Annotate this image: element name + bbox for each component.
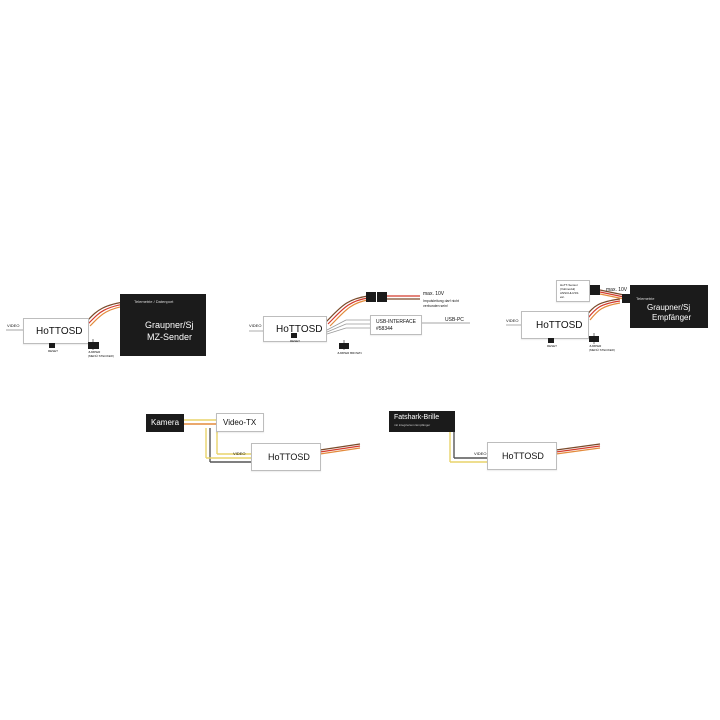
d2-servo-cable [325, 295, 420, 327]
d4-camera-label: Kamera [151, 418, 180, 427]
d3-sensor-line1: HoTT-Sensor [560, 283, 578, 287]
d1-reset-button [49, 343, 55, 348]
d3-servo-cable [585, 298, 621, 321]
d3-sensor-line2: (Voltmodul) [560, 287, 576, 291]
d3-osd-box: HoTTOSD [521, 311, 589, 339]
d1-osd-box: HoTTOSD [23, 318, 89, 344]
d2-usb-line1: USB-INTERFACE [376, 319, 417, 325]
d4-video-tx-box: Video-TX [216, 413, 264, 432]
d2-max-voltage: max. 10V [423, 291, 445, 297]
d3-sensor-line4: etc. [560, 295, 565, 299]
d5-video-label: VIDEO [474, 451, 487, 456]
d1-telemetry-label: Telemetrie / Datenport [134, 299, 174, 304]
d2-reset-button [291, 333, 297, 338]
d1-video-label: VIDEO [7, 323, 20, 328]
d2-jumper-label: JUMPER BROWN [337, 351, 362, 355]
d4-video-tx-label: Video-TX [223, 418, 257, 427]
d5-goggles-box: Fatshark-Brille mit integriertem Empfäng… [389, 411, 455, 432]
d3-reset-button [548, 338, 554, 343]
d1-jumper-label-2: (MENÜ STECKER) [88, 354, 114, 358]
d3-sensor-cable [599, 289, 625, 300]
d2-note-line1: Impulsleitung darf nicht [423, 299, 459, 303]
d4-output-cable [319, 443, 361, 455]
d3-max-voltage: max. 10V [606, 287, 628, 293]
d4-osd-box: HoTTOSD [251, 443, 321, 471]
d2-plug-b [377, 292, 387, 302]
d5-goggles-line1: Fatshark-Brille [394, 414, 440, 421]
d3-sensor-box: HoTT-Sensor (Voltmodul) ANSCHLUSS etc. [556, 280, 590, 302]
d1-transmitter-line2: MZ-Sender [147, 332, 193, 342]
d2-ribbon-cable [326, 319, 370, 335]
d3-plug-a [590, 285, 600, 295]
d2-usb-pc-label: USB-PC [445, 317, 464, 323]
d1-reset-label: RESET [48, 349, 59, 353]
d2-osd-label: HoTTOSD [276, 324, 323, 335]
d1-jumper-label-1: JUMPER [88, 350, 101, 354]
d5-goggles-line2: mit integriertem Empfänger [394, 423, 431, 427]
d3-plug-b [622, 294, 631, 303]
d4-osd-label: HoTTOSD [268, 452, 310, 462]
d5-osd-box: HoTTOSD [487, 442, 557, 470]
d2-usb-interface-box: USB-INTERFACE #58344 [370, 315, 422, 335]
d5-osd-label: HoTTOSD [502, 451, 544, 461]
d2-note-line2: verbunden sein! [423, 304, 448, 308]
d2-plug-a [366, 292, 376, 302]
d3-receiver-line1: Graupner/Sj [647, 303, 691, 312]
d3-telemetry-label: Telemetrie [636, 296, 655, 301]
d1-transmitter-box: Telemetrie / Datenport Graupner/Sj MZ-Se… [120, 294, 206, 356]
d3-osd-label: HoTTOSD [536, 320, 583, 331]
d2-video-label: VIDEO [249, 323, 262, 328]
d3-receiver-line2: Empfänger [652, 313, 692, 322]
d3-jumper-label-2: (MENÜ STECKER) [589, 348, 615, 352]
d2-jumper-connector [339, 343, 349, 349]
d5-goggle-cables [449, 428, 488, 463]
d3-jumper-connector [589, 336, 599, 342]
d4-camera-cables [183, 419, 252, 463]
d1-transmitter-line1: Graupner/Sj [145, 320, 194, 330]
d3-jumper-label-1: JUMPER [589, 344, 602, 348]
d5-output-cable [555, 443, 601, 455]
d3-sensor-line3: ANSCHLUSS [560, 291, 579, 295]
d4-video-label: VIDEO [233, 451, 246, 456]
d1-jumper-connector [88, 342, 99, 349]
d3-video-label: VIDEO [506, 318, 519, 323]
d3-reset-label: RESET [547, 344, 558, 348]
d2-usb-line2: #58344 [376, 326, 393, 332]
d2-reset-label: RESET [290, 339, 301, 343]
d3-receiver-box: Telemetrie Graupner/Sj Empfänger [630, 285, 708, 328]
d4-camera-box: Kamera [146, 414, 184, 432]
d1-osd-label: HoTTOSD [36, 326, 83, 337]
